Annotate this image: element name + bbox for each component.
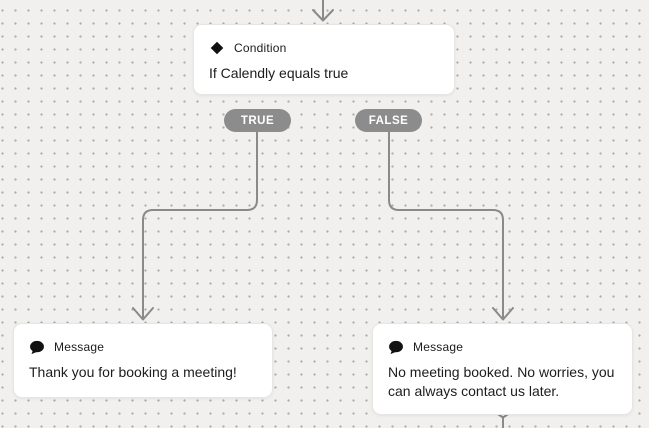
edge-false: [388, 130, 514, 321]
node-type-label: Message: [54, 340, 105, 354]
body-line: No meeting booked. No worries, you: [388, 364, 615, 380]
node-condition-header: Condition: [209, 41, 439, 55]
node-type-label: Condition: [234, 41, 287, 55]
node-message-true[interactable]: Message Thank you for booking a meeting!: [13, 323, 273, 398]
diamond-icon: [209, 41, 225, 56]
node-message-true-header: Message: [29, 340, 257, 354]
edge-incoming: [312, 0, 334, 22]
node-message-false-header: Message: [388, 340, 617, 354]
message-true-body-text: Thank you for booking a meeting!: [29, 363, 257, 382]
node-type-label: Message: [413, 340, 464, 354]
condition-body-text: If Calendly equals true: [209, 65, 349, 81]
edge-true: [132, 130, 258, 321]
branch-false-pill[interactable]: FALSE: [355, 109, 422, 132]
chat-bubble-icon: [388, 340, 404, 355]
node-condition[interactable]: Condition If Calendly equals true: [193, 24, 455, 95]
branch-true-pill[interactable]: TRUE: [224, 109, 291, 132]
chat-bubble-icon: [29, 340, 45, 355]
body-line: Thank you for booking a meeting!: [29, 364, 237, 380]
node-message-false[interactable]: Message No meeting booked. No worries, y…: [372, 323, 633, 415]
body-line: can always contact us later.: [388, 382, 560, 399]
message-false-body-text: No meeting booked. No worries, you can a…: [388, 363, 617, 400]
